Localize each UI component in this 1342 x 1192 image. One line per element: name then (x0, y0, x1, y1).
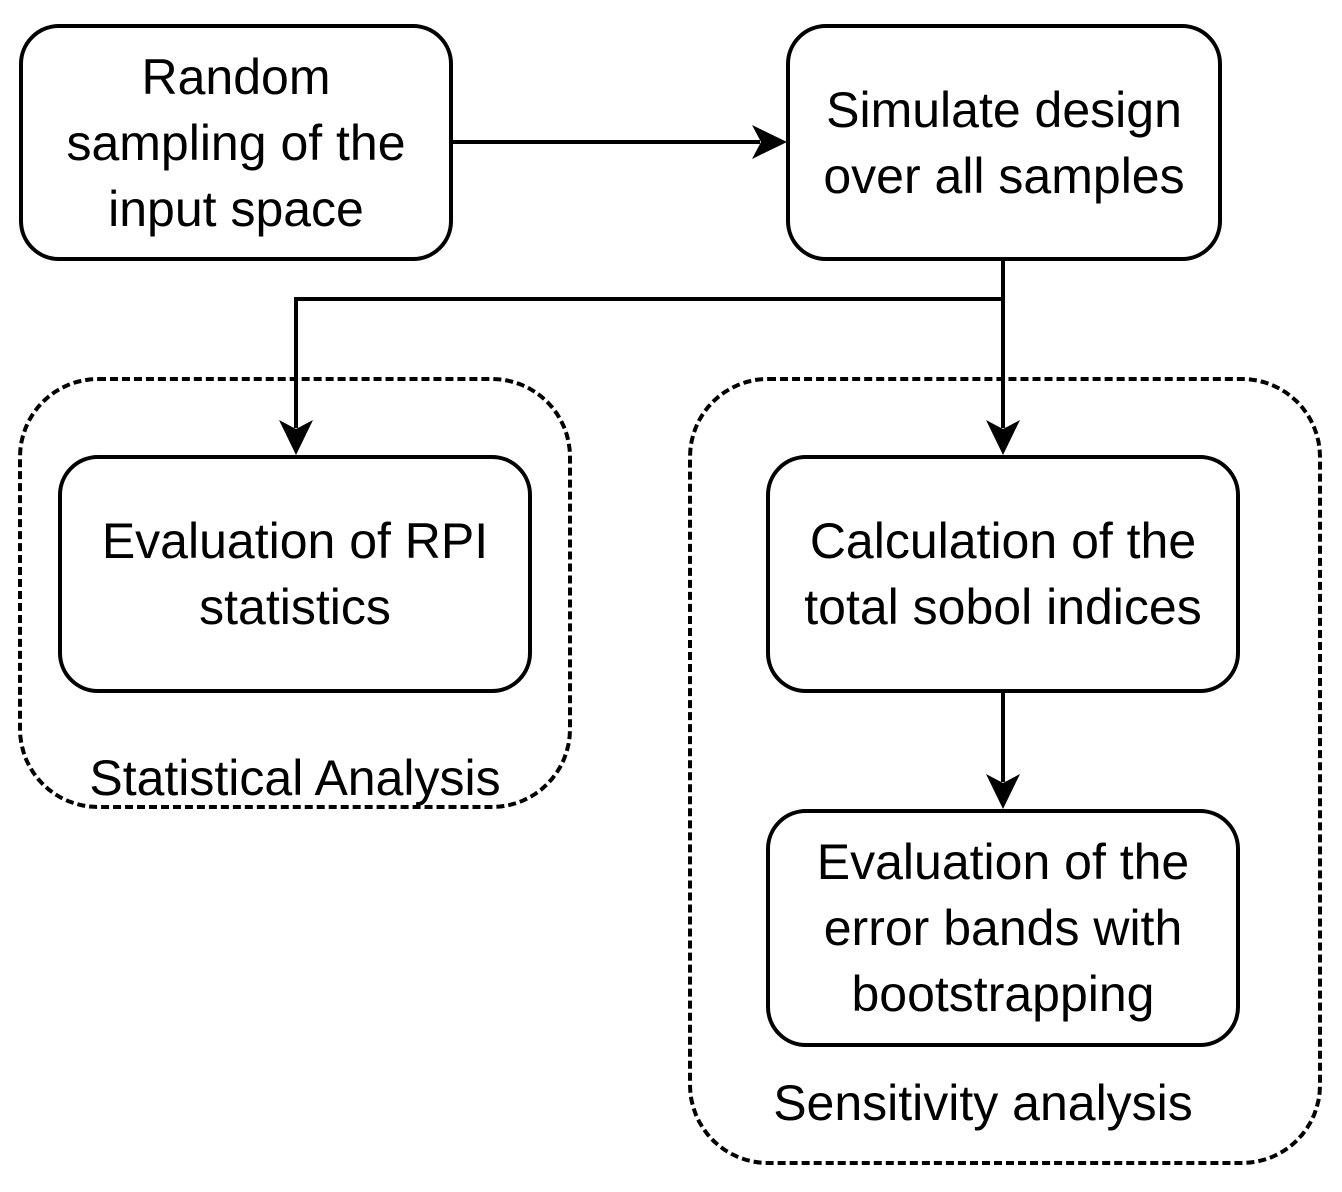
simulate-design-node: Simulate design over all samples (786, 24, 1222, 261)
random-sampling-node: Random sampling of the input space (19, 24, 453, 261)
sensitivity-analysis-label: Sensitivity analysis (773, 1075, 1193, 1131)
statistical-analysis-label: Statistical Analysis (89, 750, 501, 806)
edge-simulate-to-rpi (294, 297, 1003, 428)
error-bands-node: Evaluation of the error bands with boots… (766, 809, 1240, 1047)
arrowhead-sobol (986, 420, 1020, 455)
arrowhead-rpi (279, 420, 313, 455)
arrowhead-error-bands (986, 774, 1020, 809)
arrowhead-simulate (752, 125, 787, 159)
sobol-indices-node: Calculation of the total sobol indices (766, 455, 1240, 693)
rpi-statistics-node: Evaluation of RPI statistics (58, 455, 532, 693)
